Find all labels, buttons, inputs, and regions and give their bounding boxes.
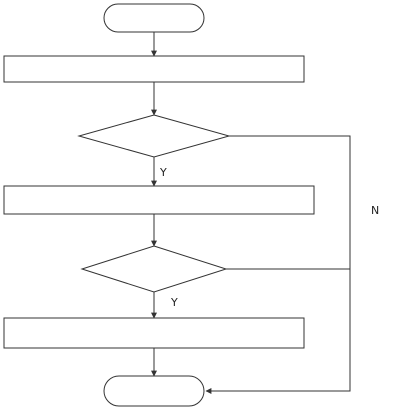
process-shape — [3, 55, 305, 83]
node-decision1 — [77, 114, 231, 158]
connectors — [151, 32, 351, 394]
node-step2 — [3, 185, 315, 215]
process-shape — [3, 185, 315, 215]
branch-label-yes-2: Y — [170, 296, 178, 309]
node-step1 — [3, 55, 305, 83]
edge-decision1-no-return — [205, 135, 351, 394]
branch-label-yes-1: Y — [159, 166, 167, 179]
decision-shape — [77, 114, 231, 158]
branch-label-no: N — [371, 204, 379, 217]
node-start — [103, 3, 205, 33]
terminal-shape — [103, 375, 205, 407]
node-end — [103, 375, 205, 407]
decision-shape — [80, 245, 228, 293]
process-shape — [3, 317, 305, 349]
terminal-shape — [103, 3, 205, 33]
node-step3 — [3, 317, 305, 349]
node-decision2 — [80, 245, 228, 293]
